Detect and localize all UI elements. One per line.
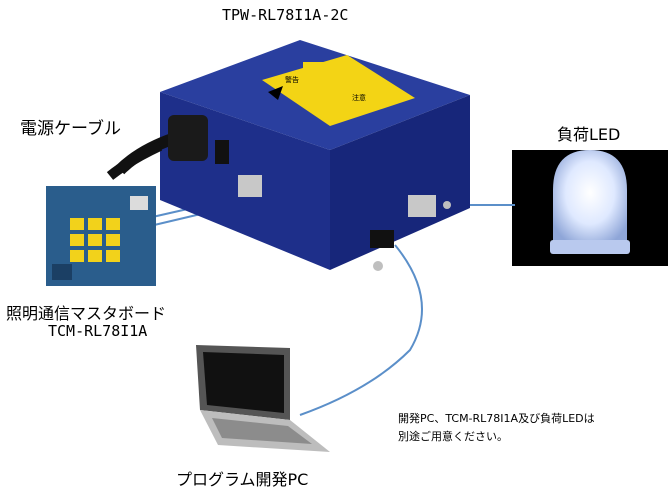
master-board-label: 照明通信マスタボード [6,300,166,324]
device-title: TPW-RL78I1A-2C [222,6,348,24]
load-led-label: 負荷LED [557,121,620,145]
led-connector [408,195,436,217]
device-to-pc-cable [300,245,422,415]
led-bulb-icon [550,150,630,254]
board-connector [238,175,262,197]
circuit-board-icon [46,186,156,286]
power-switch [215,140,229,164]
sticker-warning-heading: 警告 [285,75,299,84]
note-line-1: 開発PC、TCM-RL78I1A及び負荷LEDは [398,410,595,426]
sticker-caution-heading: 注意 [352,93,366,102]
note-line-2: 別途ご用意ください。 [398,428,508,444]
pc-connector [370,230,394,248]
laptop-icon [196,345,330,452]
master-board-model-label: TCM-RL78I1A [48,322,147,340]
power-cable-label: 電源ケーブル [20,114,121,139]
dev-pc-label: プログラム開発PC [176,466,308,490]
